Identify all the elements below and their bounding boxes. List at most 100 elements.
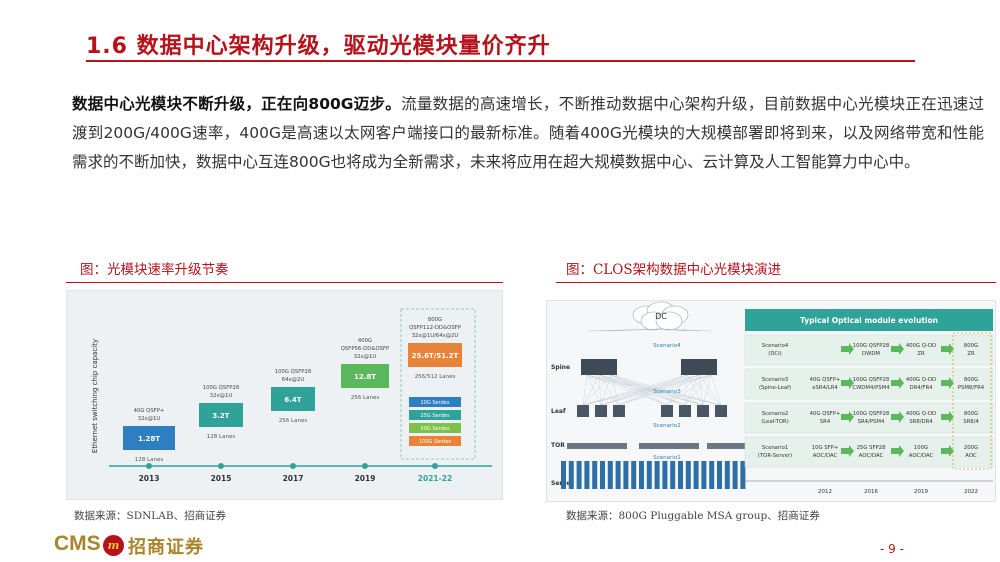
figure-right-source: 数据来源：800G Pluggable MSA group、招商证券: [566, 510, 820, 522]
table-header: [745, 309, 993, 331]
table-row: [744, 402, 994, 434]
row-cell-label: 100G: [914, 445, 928, 451]
link-line: [660, 328, 712, 332]
link-line: [610, 374, 686, 406]
row-cell-label: DR4/FR4: [909, 385, 933, 391]
server-icon: [662, 461, 668, 489]
year-label: 2022: [964, 489, 978, 495]
module-label: QSFP112-DD&OSFP: [409, 325, 462, 331]
legend-swatch: [409, 423, 461, 433]
row-scenario-label: Scenario4: [762, 343, 789, 349]
x-tick-label: 2021-22: [418, 474, 452, 483]
server-icon: [693, 461, 699, 489]
link-line: [598, 374, 620, 406]
capacity-bar: [271, 387, 315, 411]
module-label: 800G: [428, 317, 442, 323]
intro-lead: 数据中心光模块不断升级，正在向800G迈步。: [72, 95, 402, 113]
server-icon: [639, 461, 644, 489]
row-cell-label: PSM8/FR4: [958, 385, 985, 391]
row-cell-label: AOC/DAC: [859, 453, 884, 459]
link-line: [702, 374, 712, 406]
link-line: [586, 374, 668, 406]
arrow-icon: [941, 411, 954, 423]
row-cell-label: DWDM: [862, 351, 880, 357]
row-cell-label: SR8/DR4: [909, 419, 933, 425]
server-icon: [568, 461, 574, 489]
intro-paragraph: 数据中心光模块不断升级，正在向800G迈步。流量数据的高速增长，不断推动数据中心…: [72, 90, 984, 177]
clos-evolution-diagram: DCSpineLeafTORServerScenario4Scenario3Sc…: [551, 301, 994, 495]
row-cell-label: 800G: [964, 343, 978, 349]
link-line: [684, 374, 712, 406]
row-scenario-label: (DCI): [768, 351, 781, 357]
module-label: 64x@2U: [282, 377, 305, 383]
row-scenario-label: (Leaf-TOR): [761, 419, 789, 425]
server-icon: [576, 461, 582, 489]
figure-right-panel: DCSpineLeafTORServerScenario4Scenario3Sc…: [546, 300, 996, 502]
link-line: [600, 374, 688, 406]
server-icon: [685, 461, 691, 489]
figure-right-rule: [556, 282, 996, 283]
link-line: [710, 374, 722, 406]
server-icon: [670, 461, 676, 489]
figure-left-rule: [66, 282, 503, 283]
row-cell-label: 40G QSFP+: [810, 411, 841, 417]
bar-value-label: 3.2T: [212, 412, 229, 420]
server-icon: [592, 461, 598, 489]
page-number: - 9 -: [880, 542, 904, 556]
link-line: [582, 374, 700, 406]
speed-upgrade-chart: Ethernet switching chip capacity20131.28…: [91, 308, 492, 483]
x-tick-label: 2015: [211, 474, 232, 483]
server-icon: [623, 461, 629, 489]
layer-label: TOR: [551, 442, 565, 449]
row-scenario-label: (Spine-Leaf): [759, 385, 791, 391]
x-tick-label: 2019: [355, 474, 376, 483]
row-cell-label: SR4/PSM4: [858, 419, 885, 425]
legend-label: 100G Serdes: [419, 439, 451, 445]
arrow-icon: [841, 445, 854, 457]
link-line: [618, 374, 688, 406]
cms-logo-mark: m: [103, 535, 124, 556]
link-line: [610, 374, 620, 406]
arrow-icon: [891, 377, 904, 389]
module-label: 32x@1U/64x@2U: [412, 333, 459, 339]
page-title: 1.6 数据中心架构升级，驱动光模块量价齐升: [86, 34, 551, 59]
arrow-icon: [841, 343, 854, 355]
server-icon: [646, 461, 652, 489]
row-cell-label: ZR: [917, 351, 925, 357]
row-cell-label: AOC/DAC: [909, 453, 934, 459]
arrow-icon: [941, 377, 954, 389]
link-line: [582, 374, 588, 406]
y-axis-label: Ethernet switching chip capacity: [91, 339, 99, 453]
year-label: 2016: [864, 489, 878, 495]
link-line: [698, 374, 722, 406]
tor-switch-icon: [567, 443, 627, 449]
row-cell-label: AOC: [965, 453, 977, 459]
table-title: Typical Optical module evolution: [800, 316, 938, 325]
server-icon: [678, 461, 683, 489]
highlight-2022: [952, 332, 992, 470]
scenario-tag: Scenario1: [653, 455, 680, 461]
lanes-label: 128 Lanes: [135, 457, 164, 463]
capacity-bar: [123, 426, 175, 450]
module-label: 32x@1U: [210, 393, 233, 399]
legend-swatch: [409, 397, 461, 407]
link-line: [610, 374, 722, 406]
scenario-tag: Scenario4: [653, 343, 681, 349]
row-scenario-label: Scenario1: [762, 445, 788, 451]
server-icon: [615, 461, 621, 489]
link-line: [610, 328, 662, 332]
server-icon: [740, 461, 746, 489]
module-label: 40G QSFP+: [134, 408, 165, 414]
spine-switch-icon: [605, 359, 617, 375]
row-cell-label: SR8/4: [963, 419, 979, 425]
legend-label: 25G Serdes: [421, 413, 450, 419]
module-label: 32x@1U: [354, 354, 377, 360]
server-icon: [631, 461, 637, 489]
cms-logo-text: CMS: [54, 532, 101, 555]
arrow-icon: [891, 445, 904, 457]
highlight-box: [400, 308, 476, 460]
link-line: [598, 374, 668, 406]
link-line: [618, 374, 700, 406]
year-label: 2019: [914, 489, 928, 495]
